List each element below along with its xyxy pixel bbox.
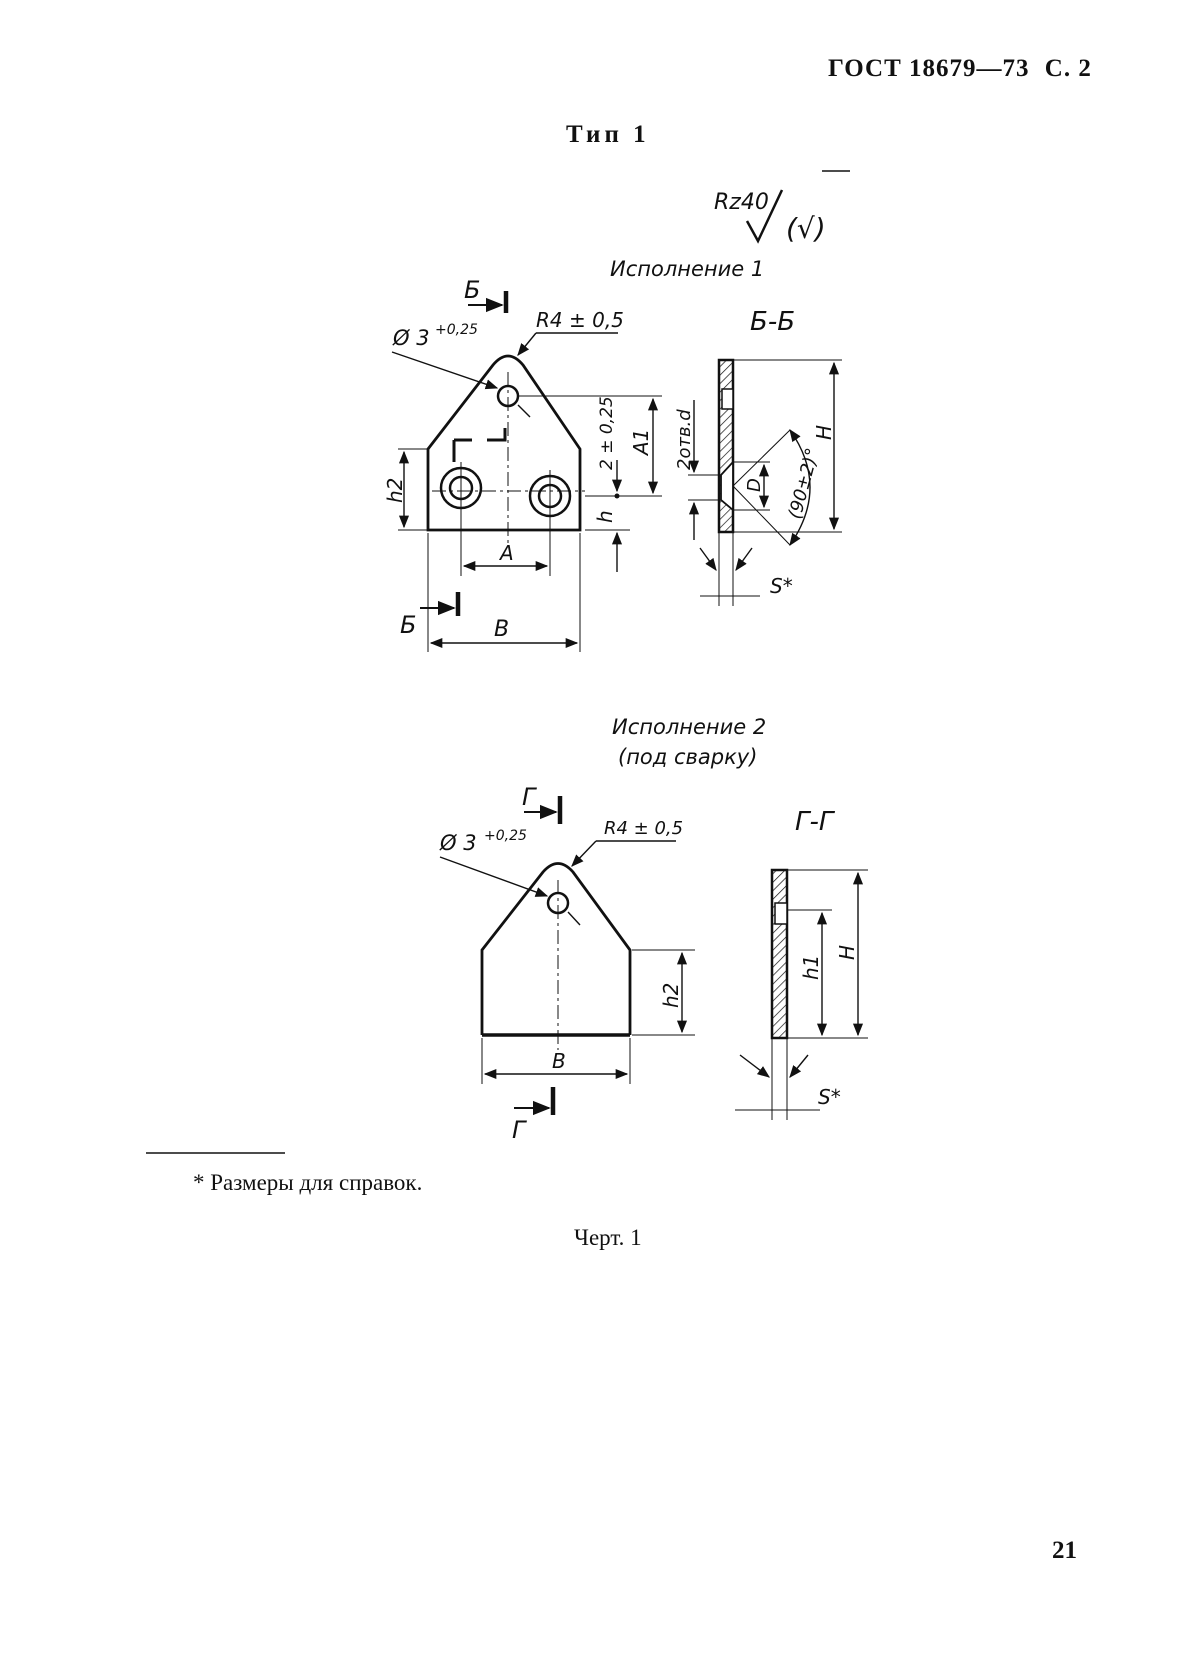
page-number: 21	[1052, 1537, 1077, 1564]
section-mark-top: Б	[464, 276, 480, 304]
dim-h: h	[593, 510, 617, 523]
dim-D: D	[744, 478, 765, 492]
roughness-check-icon	[745, 189, 784, 244]
footnote: * Размеры для справок.	[193, 1170, 423, 1195]
variant2-section-marks: Г Г	[512, 783, 563, 1144]
section-mark-bottom: Б	[400, 611, 416, 639]
v2-hole-tolerance: +0,25	[484, 828, 527, 844]
variant2-plate	[480, 862, 632, 1050]
v2-dim-h1: h1	[799, 955, 823, 980]
figure-caption: Черт. 1	[574, 1225, 642, 1250]
type-title: Тип 1	[566, 121, 650, 148]
dim-A: A	[498, 541, 514, 565]
dim-holes: 2отв.d	[674, 409, 695, 470]
variant2-dimensions: Ø 3 +0,25 R4 ± 0,5 h2 B	[439, 818, 695, 1084]
section-title-BB: Б-Б	[750, 307, 795, 337]
dim-H-BB: H	[812, 425, 836, 440]
variant2-subtitle: (под сварку)	[618, 745, 757, 769]
standard-header: ГОСТ 18679—73 С. 2	[828, 55, 1092, 83]
variant1-dimensions: Ø 3 +0,25 R4 ± 0,5 h2 A B A1 2 ± 0,25 h	[383, 308, 662, 652]
radius-label: R4 ± 0,5	[536, 308, 624, 332]
v2-dim-S: S*	[818, 1085, 841, 1109]
v2-dim-B: B	[552, 1049, 566, 1073]
dim-B: B	[494, 617, 509, 642]
section-mark-bottom-v2: Г	[512, 1116, 527, 1144]
roughness-extra: (√)	[786, 212, 826, 245]
roughness-symbol: Rz40 (√)	[714, 170, 850, 245]
dim-2-tolerance: 2 ± 0,25	[597, 396, 617, 470]
dim-S-BB: S*	[770, 574, 793, 598]
hole-diameter-label: Ø 3	[392, 326, 430, 350]
dim-h2: h2	[383, 478, 407, 503]
v2-hole-diameter-label: Ø 3	[439, 831, 477, 855]
section-GG: H h1 S*	[735, 868, 868, 1120]
section-mark-top-v2: Г	[522, 783, 537, 811]
section-title-GG: Г-Г	[795, 807, 836, 837]
page-reference: С. 2	[1044, 55, 1092, 82]
v2-dim-h2: h2	[659, 983, 683, 1008]
variant1-title: Исполнение 1	[610, 257, 764, 281]
dim-angle: (90±2)°	[785, 446, 824, 521]
variant2-title: Исполнение 2	[612, 715, 766, 739]
variant1-section-marks: Б Б	[400, 276, 509, 639]
hole-tolerance: +0,25	[435, 322, 478, 338]
v2-dim-H: H	[835, 945, 859, 960]
dim-A1: A1	[629, 429, 653, 457]
roughness-value: Rz40	[714, 190, 769, 215]
standard-code: ГОСТ 18679—73	[828, 55, 1030, 82]
section-BB: H 2отв.d D (90±2)° S*	[674, 358, 842, 606]
v2-radius-label: R4 ± 0,5	[604, 818, 683, 839]
